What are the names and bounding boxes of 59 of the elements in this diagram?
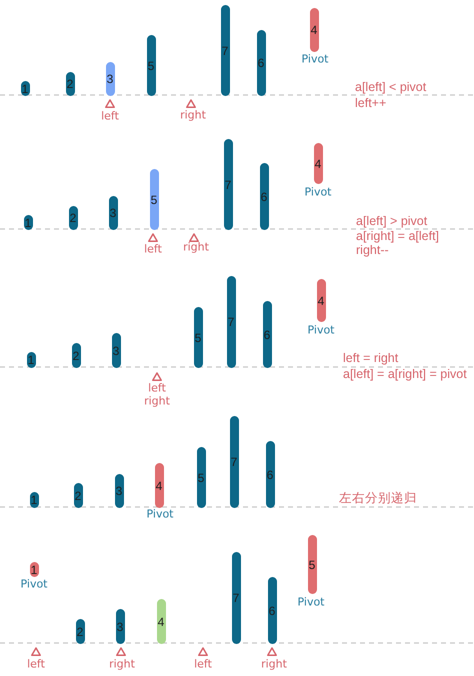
pointer-label: right	[261, 658, 287, 670]
bar: 3	[116, 609, 124, 644]
bar: 3	[112, 333, 120, 368]
bar: 6	[260, 163, 268, 230]
pointer-label: left	[148, 382, 166, 394]
pivot-label: Pivot	[308, 324, 334, 336]
step-note: left = right	[343, 352, 398, 364]
bar: 1	[24, 215, 32, 230]
step-note: a[left] < pivot	[355, 80, 426, 94]
pivot-bar: 1	[30, 562, 38, 577]
bar: 2	[66, 72, 74, 96]
pointer-label: right	[144, 396, 170, 406]
pointer-label: right	[180, 110, 206, 120]
bar: 7	[226, 276, 236, 368]
pivot-bar: 5	[308, 535, 316, 594]
bar: 7	[232, 552, 240, 644]
pointer-label: right	[109, 658, 135, 670]
highlighted-bar: 5	[150, 169, 158, 230]
bar: 1	[26, 352, 36, 368]
pivot-bar: 4	[154, 463, 164, 508]
bar: 6	[262, 301, 272, 368]
pivot-label: Pivot	[20, 578, 48, 590]
bar: 2	[72, 343, 80, 368]
step-note: 左右分别递归	[339, 492, 417, 504]
bar: 2	[68, 206, 78, 230]
pointer-label: left	[144, 244, 162, 254]
bar: 7	[224, 139, 232, 230]
bar: 6	[266, 441, 274, 508]
bar: 3	[114, 474, 124, 508]
pivot-label: Pivot	[298, 596, 324, 608]
pivot-bar: 4	[314, 143, 322, 184]
bar: 6	[256, 30, 266, 96]
pivot-bar: 4	[316, 279, 326, 322]
step-note: left++	[355, 96, 386, 110]
bar: 3	[108, 196, 118, 230]
bar: 6	[268, 577, 276, 644]
bar: 2	[74, 483, 82, 508]
pivot-bar: 4	[310, 8, 318, 52]
bar: 2	[76, 619, 84, 644]
step-note: a[right] = a[left]	[356, 230, 440, 242]
pointer-label: left	[101, 110, 119, 122]
bar: 7	[230, 416, 238, 508]
pivot-label: Pivot	[302, 54, 328, 64]
highlighted-bar: 3	[106, 62, 114, 96]
pointer-label: left	[27, 658, 45, 670]
bar: 1	[30, 492, 38, 508]
step-note: right--	[356, 244, 389, 256]
step-note: a[left] > pivot	[356, 214, 428, 228]
bar: 5	[146, 35, 156, 96]
highlighted-bar: 4	[156, 599, 166, 644]
pointer-label: right	[183, 242, 209, 252]
pivot-label: Pivot	[304, 186, 332, 198]
step-note: a[left] = a[right] = pivot	[343, 368, 467, 380]
pointer-label: left	[194, 658, 212, 670]
bar: 7	[220, 5, 230, 96]
bar: 5	[196, 447, 206, 508]
bar: 5	[194, 307, 202, 368]
bar: 1	[20, 81, 30, 96]
pivot-label: Pivot	[146, 508, 174, 520]
